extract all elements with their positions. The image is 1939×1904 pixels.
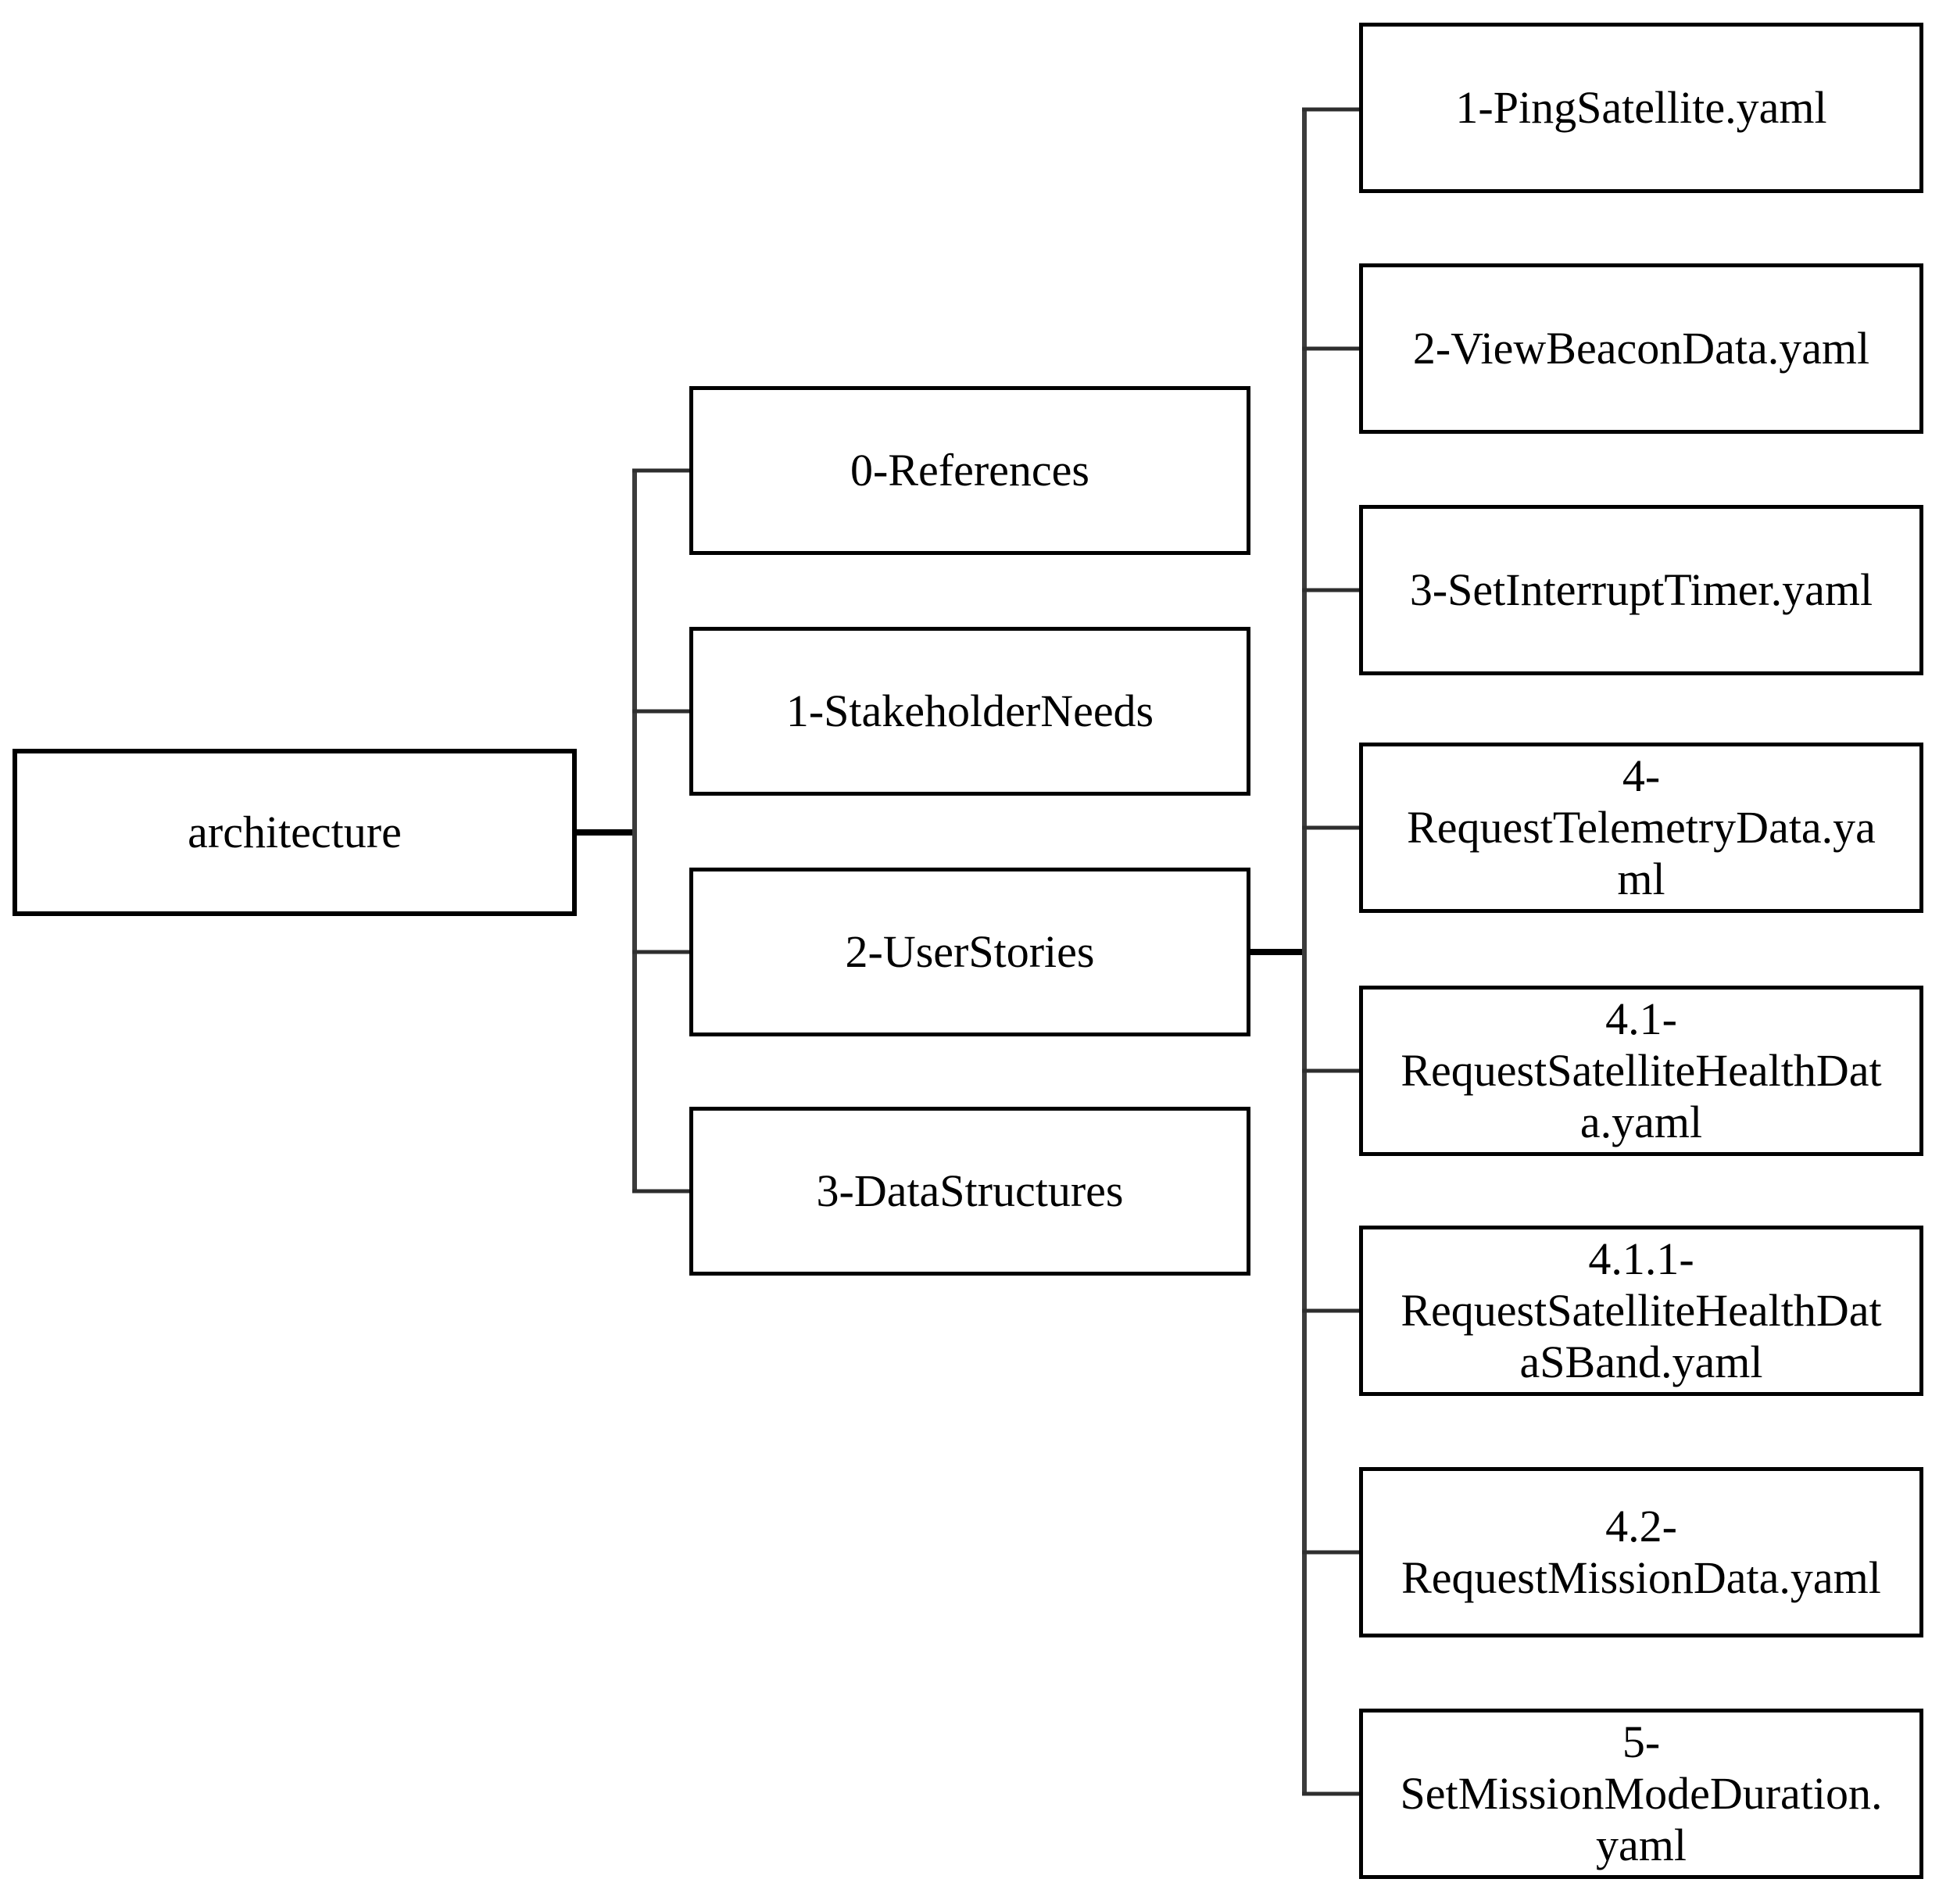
- file-label-line: 4.1-: [1605, 993, 1677, 1044]
- file-label-line: ml: [1617, 854, 1665, 905]
- node-2-userstories-label: 2-UserStories: [845, 925, 1095, 977]
- file-label: 4.2- RequestMissionData.yaml: [1401, 1501, 1881, 1604]
- file-label-line: 4.2-: [1605, 1500, 1677, 1551]
- file-label: 4- RequestTelemetryData.ya ml: [1407, 750, 1876, 905]
- file-label: 2-ViewBeaconData.yaml: [1413, 323, 1869, 374]
- file-label-line: 4.1.1-: [1588, 1233, 1694, 1284]
- node-architecture-label: architecture: [188, 806, 402, 857]
- node-file-setinterrupttimer-yaml: 3-SetInterruptTimer.yaml: [1359, 505, 1923, 675]
- node-3-datastructures: 3-DataStructures: [689, 1107, 1250, 1276]
- file-label-line: yaml: [1596, 1820, 1687, 1871]
- node-file-requesttelemetrydata-yaml: 4- RequestTelemetryData.ya ml: [1359, 743, 1923, 913]
- node-file-pingsatellite-yaml: 1-PingSatellite.yaml: [1359, 23, 1923, 193]
- file-label-line: RequestSatelliteHealthDat: [1401, 1284, 1882, 1336]
- file-label: 1-PingSatellite.yaml: [1455, 82, 1826, 134]
- file-label: 5- SetMissionModeDuration. yaml: [1400, 1716, 1882, 1871]
- node-architecture: architecture: [13, 749, 577, 916]
- file-label-line: RequestMissionData.yaml: [1401, 1552, 1881, 1603]
- file-label-line: 5-: [1622, 1716, 1661, 1767]
- file-label-line: 1-PingSatellite.yaml: [1455, 81, 1827, 133]
- file-label-line: RequestSatelliteHealthDat: [1401, 1044, 1882, 1096]
- file-label-line: 4-: [1622, 750, 1661, 801]
- node-file-requestmissiondata-yaml: 4.2- RequestMissionData.yaml: [1359, 1467, 1923, 1637]
- file-label: 4.1- RequestSatelliteHealthDat a.yaml: [1401, 993, 1881, 1148]
- file-label: 3-SetInterruptTimer.yaml: [1410, 564, 1873, 616]
- node-file-requestsatellitehealthdata-yaml: 4.1- RequestSatelliteHealthDat a.yaml: [1359, 986, 1923, 1156]
- file-label-line: SetMissionModeDuration.: [1400, 1767, 1883, 1819]
- file-label-line: RequestTelemetryData.ya: [1407, 801, 1876, 853]
- node-file-requestsatellitehealthdatasband-yaml: 4.1.1- RequestSatelliteHealthDat aSBand.…: [1359, 1226, 1923, 1396]
- node-file-setmissionmodeduration-yaml: 5- SetMissionModeDuration. yaml: [1359, 1709, 1923, 1879]
- node-1-stakeholderneeds: 1-StakeholderNeeds: [689, 627, 1250, 796]
- file-label-line: 2-ViewBeaconData.yaml: [1412, 322, 1870, 374]
- node-0-references: 0-References: [689, 386, 1250, 555]
- node-1-stakeholderneeds-label: 1-StakeholderNeeds: [785, 685, 1154, 736]
- file-label-line: 3-SetInterruptTimer.yaml: [1409, 564, 1873, 615]
- node-file-viewbeacondata-yaml: 2-ViewBeaconData.yaml: [1359, 263, 1923, 434]
- node-3-datastructures-label: 3-DataStructures: [816, 1165, 1124, 1216]
- node-2-userstories: 2-UserStories: [689, 868, 1250, 1036]
- node-0-references-label: 0-References: [850, 444, 1089, 496]
- file-label-line: a.yaml: [1579, 1097, 1703, 1148]
- file-label: 4.1.1- RequestSatelliteHealthDat aSBand.…: [1401, 1233, 1881, 1388]
- file-label-line: aSBand.yaml: [1519, 1337, 1763, 1388]
